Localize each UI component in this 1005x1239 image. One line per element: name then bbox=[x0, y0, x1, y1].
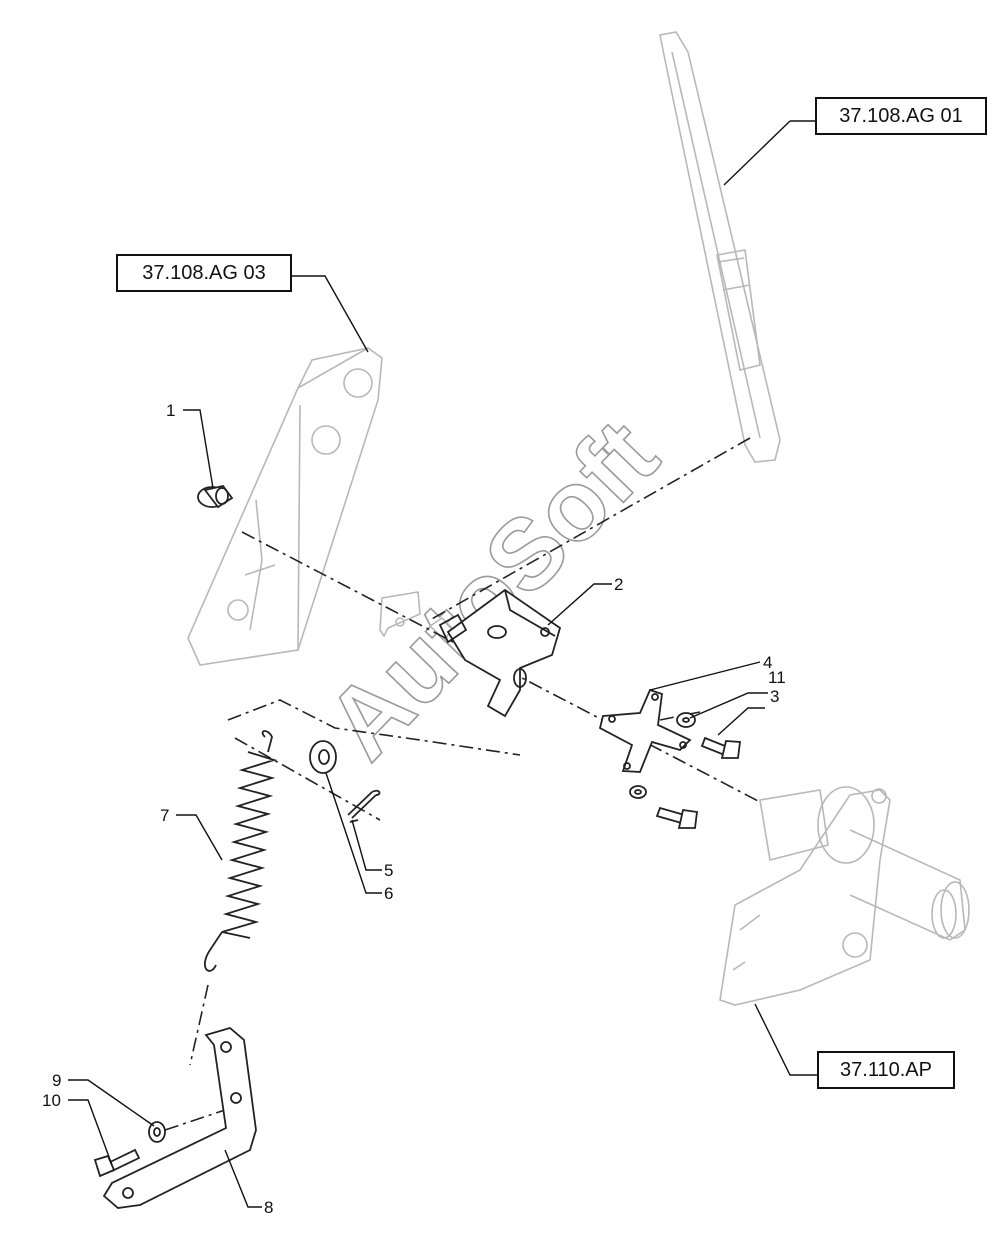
part-8-bracket[interactable] bbox=[102, 1026, 257, 1209]
part-1-bush[interactable] bbox=[197, 484, 234, 509]
part-11-washer[interactable] bbox=[629, 712, 696, 799]
part-7-spring[interactable] bbox=[204, 730, 278, 972]
reference-box-housing[interactable]: 37.110.AP bbox=[817, 1051, 955, 1089]
reference-label-housing: 37.110.AP bbox=[840, 1058, 932, 1081]
housing-outline bbox=[719, 786, 970, 1006]
part-9-washer[interactable] bbox=[148, 1121, 166, 1143]
part-10-bolt[interactable] bbox=[93, 1148, 141, 1178]
callout-11[interactable]: 11 bbox=[768, 668, 786, 687]
callout-8[interactable]: 8 bbox=[264, 1198, 273, 1217]
part-6-washer[interactable] bbox=[309, 740, 337, 774]
part-4-cross-plate[interactable] bbox=[598, 688, 692, 773]
callout-2[interactable]: 2 bbox=[614, 575, 623, 594]
part-5-split-pin[interactable] bbox=[347, 789, 381, 823]
reference-box-pedal-bracket[interactable]: 37.108.AG 03 bbox=[116, 254, 292, 292]
callout-4[interactable]: 4 bbox=[763, 653, 772, 672]
callout-9[interactable]: 9 bbox=[52, 1071, 61, 1090]
callout-7[interactable]: 7 bbox=[160, 806, 169, 825]
reference-label-lever: 37.108.AG 01 bbox=[839, 104, 963, 127]
part-3-bolt[interactable] bbox=[655, 736, 742, 829]
callout-10[interactable]: 10 bbox=[42, 1091, 61, 1110]
lever-outline bbox=[659, 31, 781, 463]
leader-lines bbox=[68, 120, 817, 1208]
callout-5[interactable]: 5 bbox=[384, 861, 393, 880]
callout-3[interactable]: 3 bbox=[770, 687, 779, 706]
reference-label-pedal-bracket: 37.108.AG 03 bbox=[142, 261, 266, 284]
callout-6[interactable]: 6 bbox=[384, 884, 393, 903]
assembly-axes bbox=[164, 437, 761, 1131]
reference-box-lever[interactable]: 37.108.AG 01 bbox=[815, 97, 987, 135]
callout-numbers: 1 2 3 4 5 6 7 8 9 10 11 bbox=[42, 401, 786, 1217]
pedal-bracket-outline bbox=[187, 347, 383, 666]
part-2-pivot-bracket[interactable] bbox=[438, 588, 562, 718]
callout-1[interactable]: 1 bbox=[166, 401, 175, 420]
